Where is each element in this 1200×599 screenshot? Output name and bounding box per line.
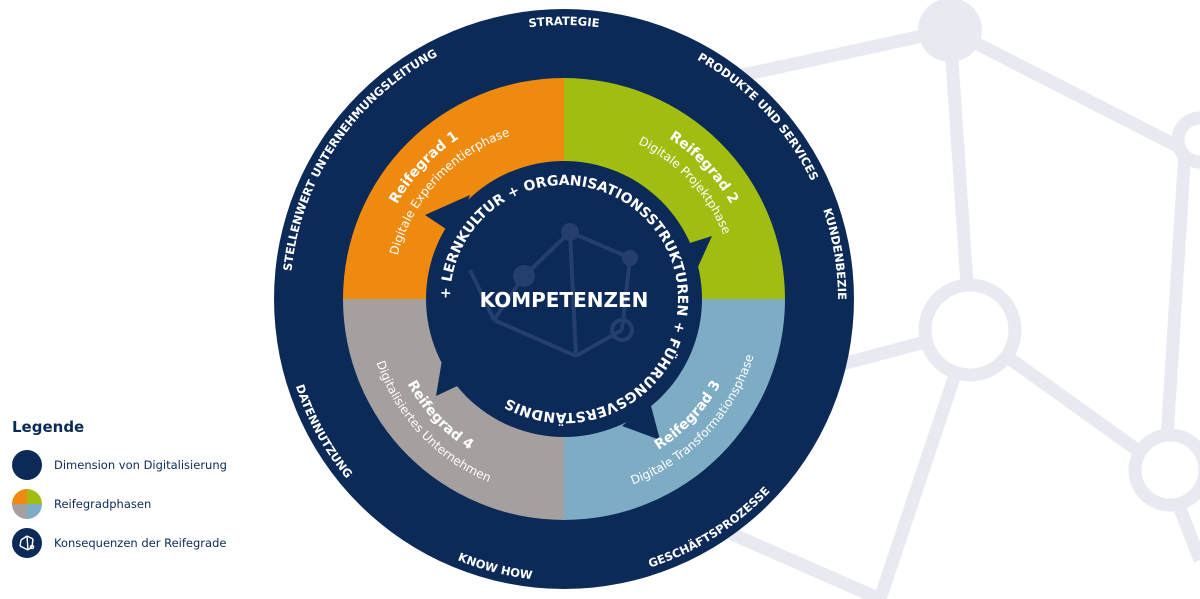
center-title: KOMPETENZEN [480,288,649,312]
network-node [918,0,982,62]
legend-item-label: Dimension von Digitalisierung [54,458,227,472]
core-circle [426,161,702,437]
network-circle-icon [12,528,42,558]
legend: Legende Dimension von Digitalisierung Re… [12,418,272,567]
legend-title: Legende [12,418,85,436]
core-network-icon [468,223,638,358]
dimension-strategie: STRATEGIE [528,14,601,30]
legend-item-label: Konsequenzen der Reifegrade [54,536,227,550]
svg-text:STRATEGIE: STRATEGIE [528,14,601,30]
ring-arrows [425,195,712,440]
navy-circle-icon [12,450,42,480]
background-network [697,23,1200,599]
quadrant-circle-icon [12,489,42,519]
legend-item-label: Reifegradphasen [54,497,152,511]
legend-item-consequences: Konsequenzen der Reifegrade [12,528,272,558]
legend-item-phases: Reifegradphasen [12,489,272,519]
legend-item-dimension: Dimension von Digitalisierung [12,450,272,480]
